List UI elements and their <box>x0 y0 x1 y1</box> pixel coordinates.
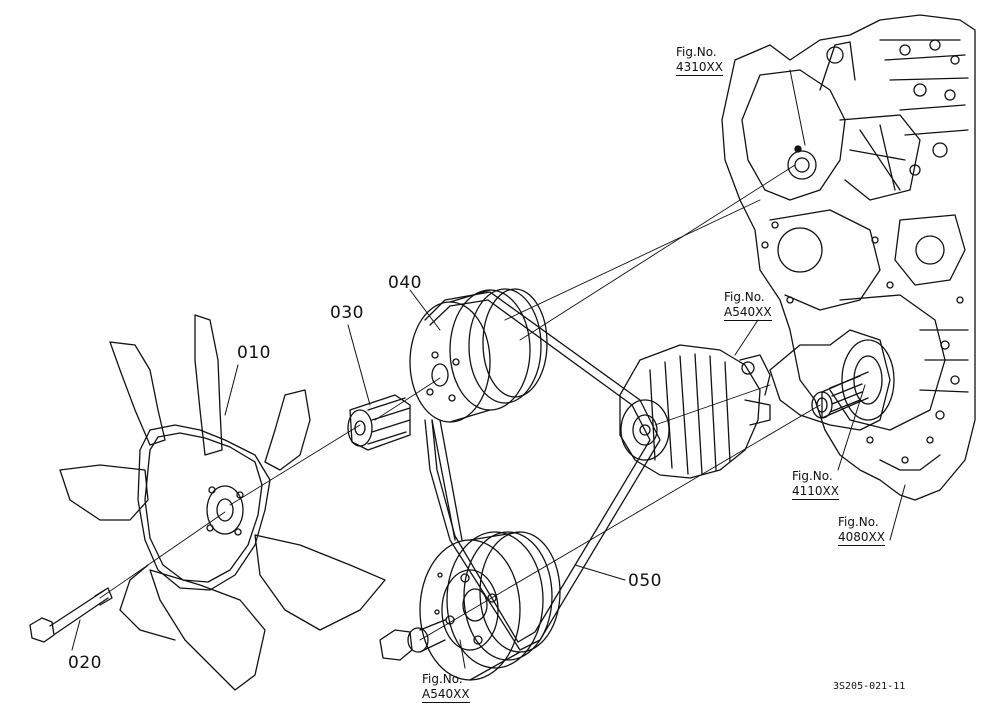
v-belt <box>424 291 661 651</box>
fig-ref-value: A540XX <box>422 687 470 703</box>
fan-pulley <box>409 288 548 423</box>
cooling-fan <box>59 314 386 691</box>
fig-ref-alternator: Fig.No. A540XX <box>724 290 772 321</box>
gear-case-shaft <box>769 329 895 431</box>
fig-ref-value: A540XX <box>724 305 772 321</box>
assembly-axis-lines <box>99 164 821 641</box>
drawing-code: 3S205-021-11 <box>833 681 906 692</box>
fig-ref-water-pump: Fig.No. 4310XX <box>676 45 723 76</box>
crank-bolt <box>379 619 446 661</box>
fig-ref-value: 4080XX <box>838 530 885 546</box>
fig-ref-label: Fig.No. <box>422 672 463 686</box>
fan-bolt <box>29 587 113 643</box>
fig-ref-value: 4310XX <box>676 60 723 76</box>
fig-ref-label: Fig.No. <box>724 290 765 304</box>
fig-ref-value: 4110XX <box>792 484 839 500</box>
part-number-010: 010 <box>237 343 271 363</box>
part-number-050: 050 <box>628 571 662 591</box>
fig-ref-gear-case: Fig.No. 4110XX <box>792 469 839 500</box>
crank-pulley <box>419 531 561 681</box>
fig-ref-crank-pulley: Fig.No. A540XX <box>422 672 470 703</box>
part-number-020: 020 <box>68 653 102 673</box>
part-number-030: 030 <box>330 303 364 323</box>
part-number-040: 040 <box>388 273 422 293</box>
fig-ref-label: Fig.No. <box>838 515 879 529</box>
fig-ref-label: Fig.No. <box>792 469 833 483</box>
engine-block <box>721 14 976 501</box>
fig-ref-block: Fig.No. 4080XX <box>838 515 885 546</box>
fig-ref-label: Fig.No. <box>676 45 717 59</box>
leader-lines <box>71 69 906 669</box>
fan-spacer <box>347 394 411 451</box>
